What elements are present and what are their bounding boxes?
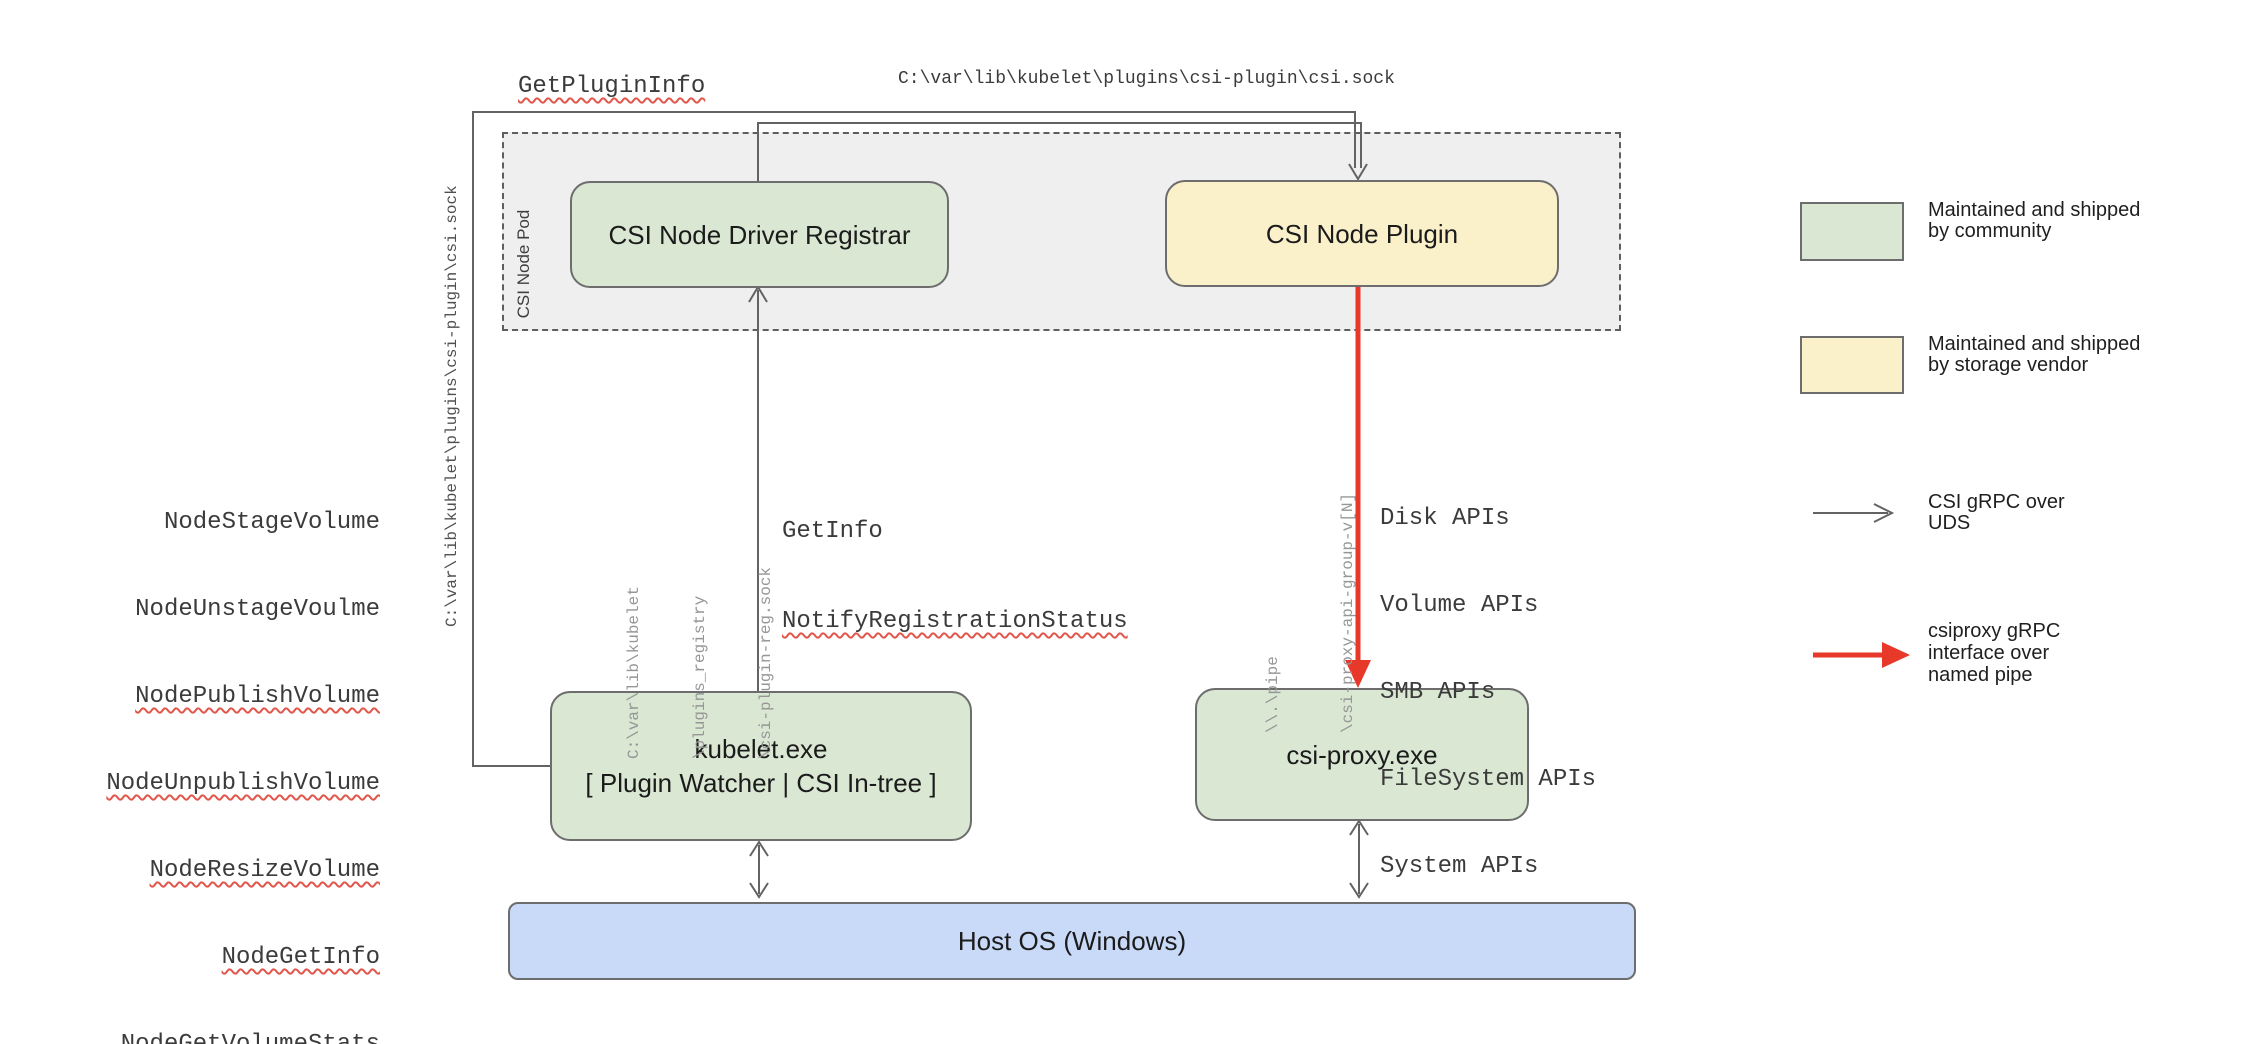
arrow-kubelet-to-plugin bbox=[472, 111, 1356, 767]
legend-line: csiproxy gRPC bbox=[1928, 620, 2061, 642]
arrow-registrar-to-plugin bbox=[757, 122, 1368, 182]
notify-registration-status-label: NotifyRegistrationStatus bbox=[782, 608, 1128, 635]
node-rpc-item: NodeStageVolume bbox=[163, 509, 380, 536]
get-info-label: GetInfo bbox=[782, 518, 883, 545]
legend-line: Maintained and shipped bbox=[1928, 333, 2141, 355]
legend-line: UDS bbox=[1928, 512, 1971, 534]
csi-sock-path-top-label: C:\var\lib\kubelet\plugins\csi-plugin\cs… bbox=[898, 69, 1395, 89]
node-rpc-list: NodeStageVolume NodeUnstageVoulme NodePu… bbox=[100, 450, 380, 1044]
arrow-plugin-to-csiproxy-red bbox=[1345, 283, 1371, 688]
node-rpc-item: NodeUnpublishVolume bbox=[106, 770, 380, 797]
reg-path-line: \csi-plugin-reg.sock bbox=[757, 566, 775, 759]
csi-node-plugin-label: CSI Node Plugin bbox=[1265, 218, 1459, 249]
kubelet-title: kubelet.exe bbox=[694, 734, 828, 764]
reg-path-line: \plugins_registry bbox=[691, 595, 709, 759]
node-rpc-item: NodeResizeVolume bbox=[149, 857, 380, 884]
legend-line: named pipe bbox=[1928, 664, 2033, 686]
proxy-api-item: SMB APIs bbox=[1380, 679, 1496, 706]
csi-node-driver-registrar-label: CSI Node Driver Registrar bbox=[608, 219, 911, 250]
arrow-csiproxy-hostos bbox=[1349, 819, 1369, 899]
csi-proxy-box: csi-proxy.exe bbox=[1195, 688, 1529, 821]
get-plugin-info-label: GetPluginInfo bbox=[518, 73, 706, 100]
registration-rpc-list: GetInfo NotifyRegistrationStatus bbox=[782, 457, 1128, 697]
kubelet-subtitle: [ Plugin Watcher | CSI In-tree ] bbox=[585, 768, 937, 798]
legend-line: by storage vendor bbox=[1928, 354, 2089, 376]
node-rpc-item: NodeGetVolumeStats bbox=[100, 1030, 380, 1044]
legend-vendor-swatch bbox=[1800, 336, 1904, 394]
kubelet-box: kubelet.exe [ Plugin Watcher | CSI In-tr… bbox=[550, 691, 972, 841]
node-rpc-item: NodePublishVolume bbox=[135, 683, 380, 710]
legend-line: by community bbox=[1928, 220, 2052, 242]
legend-uds-arrow bbox=[1813, 503, 1895, 523]
csi-proxy-label: csi-proxy.exe bbox=[1286, 739, 1438, 770]
proxy-api-item: Volume APIs bbox=[1380, 592, 1539, 619]
csi-node-driver-registrar-box: CSI Node Driver Registrar bbox=[570, 181, 949, 288]
csi-sock-path-vertical-label: C:\var\lib\kubelet\plugins\csi-plugin\cs… bbox=[443, 185, 461, 627]
host-os-box: Host OS (Windows) bbox=[508, 902, 1636, 980]
csi-node-pod-label: CSI Node Pod bbox=[514, 209, 533, 319]
proxy-api-item: System APIs bbox=[1380, 853, 1539, 880]
pipe-path-line: \csi-proxy-api-group-v[N] bbox=[1339, 492, 1357, 733]
node-rpc-item: NodeUnstageVoulme bbox=[135, 596, 380, 623]
host-os-label: Host OS (Windows) bbox=[957, 926, 1187, 956]
pipe-path-line: \\.\pipe bbox=[1264, 656, 1282, 733]
legend-namedpipe-arrow bbox=[1813, 642, 1910, 668]
node-rpc-item: NodeGetInfo bbox=[221, 944, 380, 971]
legend-line: interface over bbox=[1928, 642, 2050, 664]
legend-namedpipe-text: csiproxy gRPC interface over named pipe bbox=[1928, 620, 2060, 686]
proxy-api-list: Disk APIs Volume APIs SMB APIs FileSyste… bbox=[1380, 446, 1596, 939]
csi-node-plugin-box: CSI Node Plugin bbox=[1165, 180, 1559, 287]
arrow-kubelet-hostos bbox=[749, 840, 769, 899]
legend-vendor-text: Maintained and shipped by storage vendor bbox=[1928, 334, 2140, 376]
legend-community-swatch bbox=[1800, 202, 1904, 261]
reg-path-line: C:\var\lib\kubelet bbox=[625, 586, 643, 759]
proxy-api-item: Disk APIs bbox=[1380, 505, 1510, 532]
legend-line: Maintained and shipped bbox=[1928, 199, 2141, 221]
proxy-api-item: FileSystem APIs bbox=[1380, 766, 1597, 793]
legend-community-text: Maintained and shipped by community bbox=[1928, 200, 2140, 242]
legend-line: CSI gRPC over bbox=[1928, 491, 2065, 513]
legend-uds-text: CSI gRPC over UDS bbox=[1928, 492, 2065, 534]
